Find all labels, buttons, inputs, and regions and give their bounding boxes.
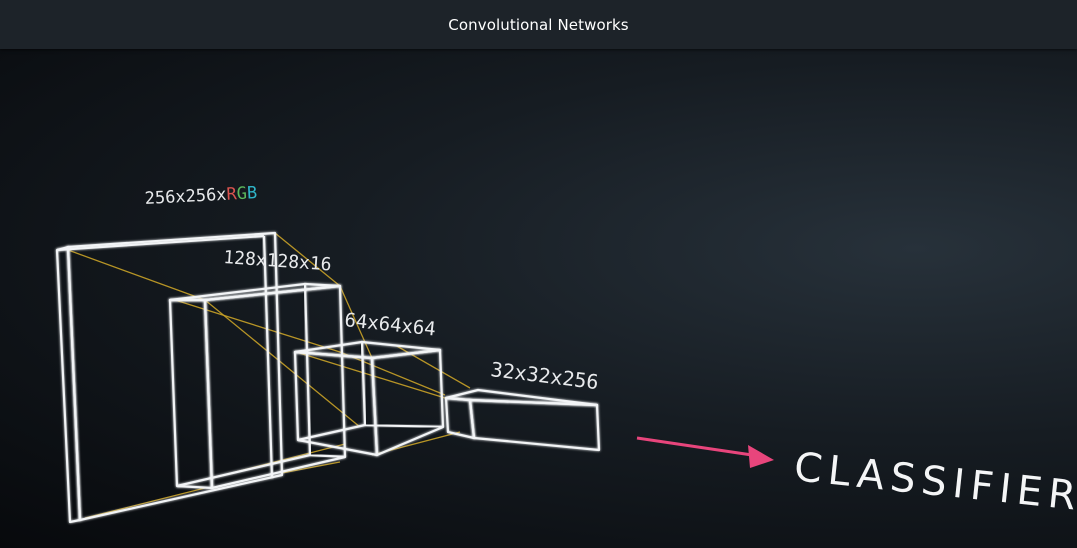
connector-line xyxy=(84,487,206,519)
conv2-layer-bottom-edge xyxy=(297,423,366,442)
conv1-layer-bottom-edge xyxy=(176,453,311,488)
conv3-layer-box xyxy=(444,388,601,452)
connector-line xyxy=(274,232,341,287)
connector-line xyxy=(394,344,471,389)
connector-line xyxy=(295,351,446,399)
connector-line xyxy=(281,461,341,474)
input-layer-box xyxy=(55,231,284,524)
conv3-layer-top-face xyxy=(444,388,599,407)
connector-line xyxy=(67,249,206,301)
input-layer-top-edge xyxy=(56,234,265,252)
input-layer-label: 256x256xRGB xyxy=(144,183,258,209)
title-bar: Convolutional Networks xyxy=(0,0,1077,49)
classifier-label: CLASSIFIER xyxy=(792,444,1077,520)
connector-line xyxy=(174,299,341,353)
conv3-layer-label: 32x32x256 xyxy=(489,357,599,394)
conv1-layer-bottom-back-edge xyxy=(309,453,346,459)
input-layer-side-face xyxy=(66,231,284,522)
window-title: Convolutional Networks xyxy=(448,15,629,34)
conv2-layer-label: 64x64x64 xyxy=(343,309,436,340)
arrow-head xyxy=(748,445,774,468)
connector-line xyxy=(204,299,361,428)
conv3-layer-side-face xyxy=(468,398,601,452)
channel-g: G xyxy=(236,184,247,205)
conv1-layer-hidden-edge xyxy=(303,283,312,456)
conv1-layer-box xyxy=(168,282,347,490)
conv2-layer-top-face xyxy=(293,340,442,360)
conv2-layer-hidden-edge xyxy=(360,341,367,426)
channel-r: R xyxy=(226,184,238,205)
conv2-layer-bottom-back-edge xyxy=(364,423,444,429)
conv1-layer-label: 128x128x16 xyxy=(223,247,333,276)
conv1-layer-top-face xyxy=(168,282,342,302)
connector-line xyxy=(339,285,373,359)
channel-b: B xyxy=(246,183,257,204)
arrow-shaft xyxy=(636,436,753,457)
arrow-icon xyxy=(636,436,774,468)
conv2-layer-box xyxy=(293,340,445,457)
input-layer-back-edge xyxy=(262,235,274,479)
input-layer-front-face xyxy=(55,245,82,524)
connector-line xyxy=(339,351,446,396)
